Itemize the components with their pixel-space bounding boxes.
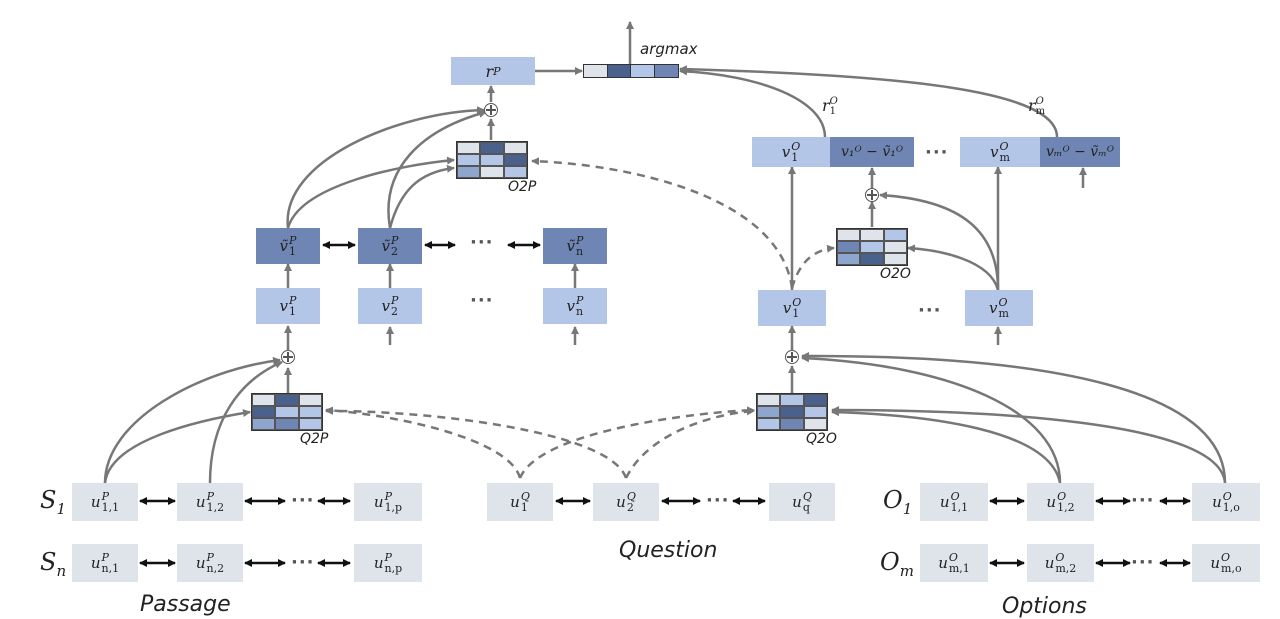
edge-o12-oplus (801, 354, 1062, 484)
o2p-attention-matrix (456, 141, 528, 179)
ellipsis: ··· (925, 142, 949, 163)
edge-rm (679, 65, 1059, 138)
ellipsis: ··· (918, 300, 942, 321)
ellipsis: ··· (291, 490, 315, 511)
ellipsis: ··· (1131, 552, 1155, 573)
edge-vmo-oplus2 (879, 191, 1000, 291)
edge-q1-q2o (518, 406, 755, 479)
ellipsis: ··· (1131, 490, 1155, 511)
edge-r1 (679, 67, 827, 138)
edge-vt2-o2p (388, 164, 455, 229)
q2p-attention-matrix (251, 393, 323, 431)
edge-v1o-o2p (531, 157, 794, 289)
o2p-label: O2P (508, 179, 537, 195)
o2o-label: O2O (880, 266, 911, 282)
option-top-diff1: v₁ᴼ − ṽ₁ᴼ (830, 137, 914, 167)
passage-caption: Passage (140, 592, 231, 617)
ellipsis: ··· (291, 552, 315, 573)
passage-row1-label: S1 (40, 486, 66, 518)
ellipsis: ··· (470, 290, 494, 311)
passage-rown-label: Sn (40, 548, 67, 580)
edge-q2-q2p (325, 406, 628, 479)
ellipsis: ··· (706, 490, 730, 511)
edge-vt1-o2p (286, 156, 455, 229)
edge-q1-q2p (325, 406, 522, 479)
score-vector (583, 64, 679, 78)
oplus-option (785, 350, 799, 364)
argmax-label: argmax (640, 40, 698, 58)
edge-vt2-oplus-top (387, 109, 487, 229)
edge-q2-q2o (624, 407, 755, 479)
edge-u12-oplus (208, 360, 283, 484)
ellipsis: ··· (470, 232, 494, 253)
option-top-diffm: vₘᴼ − ṽₘᴼ (1040, 137, 1120, 167)
oplus-passage (281, 350, 295, 364)
question-caption: Question (619, 538, 718, 563)
options-caption: Options (1002, 594, 1087, 619)
edge-o1o-q2o (831, 406, 1227, 484)
oplus-top (484, 103, 498, 117)
edge-v1o-o2o (790, 244, 835, 289)
edge-o1o-oplus (801, 351, 1227, 484)
options-row1-label: O1 (883, 486, 913, 518)
q2o-attention-matrix (756, 393, 828, 431)
edge-vt1-oplus-top (286, 106, 485, 229)
q2o-label: Q2O (806, 431, 837, 447)
q2p-label: Q2P (300, 431, 329, 447)
options-rowm-label: Om (880, 548, 914, 580)
edge-u11-q2p (103, 409, 251, 484)
edge-vmo-o2o (907, 244, 1000, 291)
oplus-option-diff (865, 188, 879, 202)
edge-o12-q2o (831, 408, 1062, 484)
edge-u11-oplus (103, 356, 281, 484)
o2o-attention-matrix (836, 228, 908, 266)
